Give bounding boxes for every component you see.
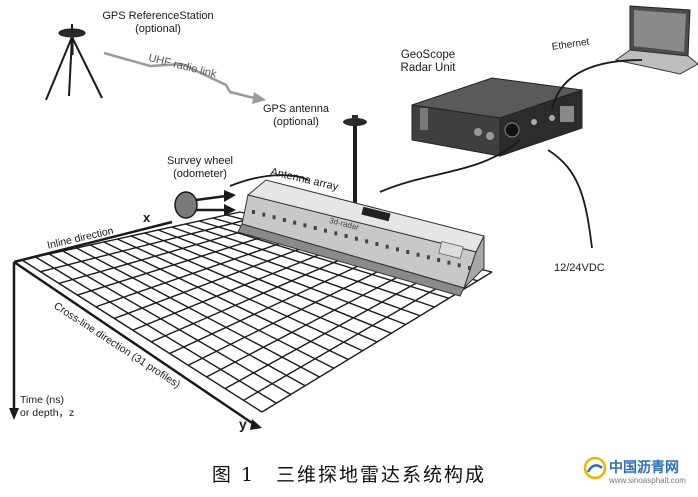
geoscope-title: GeoScope: [400, 49, 456, 61]
axis-z-arrowhead: [9, 408, 19, 420]
grid-line-inline: [198, 220, 450, 299]
geoscope-subtitle: Radar Unit: [400, 62, 456, 74]
antenna-element: [303, 223, 307, 228]
geoscope-label: GeoScope Radar Unit: [386, 49, 470, 75]
axis-x-label: x: [143, 210, 151, 225]
grid-line-inline: [48, 253, 292, 396]
power-label: 12/24VDC: [554, 262, 605, 274]
antenna-element: [447, 260, 451, 265]
grid-line-inline: [62, 250, 306, 387]
gps-antenna: [343, 115, 367, 212]
depth-label: or depth，z: [20, 407, 75, 419]
axis-y-label: y: [239, 416, 247, 432]
grid-line-inline: [130, 235, 378, 343]
grid-line-crossline: [243, 266, 473, 401]
antenna-element: [396, 247, 399, 252]
axis-y-arrowhead: [250, 419, 262, 430]
antenna-element: [252, 210, 255, 214]
antenna-element: [437, 258, 441, 262]
antenna-element: [344, 234, 348, 238]
grid-line-inline: [35, 256, 277, 404]
watermark-name: 中国沥青网: [609, 460, 679, 476]
antenna-element: [406, 250, 410, 254]
antenna-element: [457, 263, 461, 268]
antenna-element: [282, 218, 286, 222]
grid-line-inline: [171, 226, 421, 317]
gps-reference-tripod: [45, 24, 103, 101]
antenna-element: [354, 236, 358, 241]
grid-line-inline: [117, 238, 363, 352]
watermark: 中国沥青网 www.sinoasphalt.com: [583, 454, 695, 492]
grid-line-inline: [103, 241, 349, 361]
gps-antenna-title: GPS antenna: [262, 103, 330, 115]
gps-reference-station-label: GPS ReferenceStation (optional): [78, 10, 238, 36]
antenna-element: [416, 252, 420, 257]
time-depth-label: Time (ns) or depth，z: [20, 394, 74, 420]
antenna-array: [237, 179, 485, 297]
antenna-element: [293, 220, 297, 225]
figure-caption: 图 1 三维探地雷达系统构成: [211, 464, 487, 486]
time-label: Time (ns): [20, 394, 64, 406]
survey-wheel-subtitle: (odometer): [173, 168, 227, 180]
grid-line-crossline: [40, 215, 260, 273]
laptop-icon: [614, 5, 698, 75]
antenna-element: [375, 242, 379, 246]
survey-wheel-label: Survey wheel (odometer): [160, 155, 240, 181]
axes: [12, 220, 256, 427]
gps-antenna-optional: (optional): [273, 116, 319, 128]
survey-wheel-title: Survey wheel: [166, 155, 234, 167]
gps-reference-station-optional: (optional): [135, 23, 181, 35]
watermark-logo-icon: [583, 456, 607, 480]
geoscope-radar-unit: [411, 77, 583, 157]
antenna-element: [313, 226, 317, 230]
grid-line-crossline: [224, 262, 454, 390]
antenna-element: [324, 228, 327, 233]
survey-wheel: [174, 190, 236, 219]
antenna-element: [334, 231, 338, 236]
grid-line-inline: [185, 223, 435, 308]
grid-line-crossline: [261, 271, 493, 413]
antenna-element: [365, 239, 369, 244]
cables: [229, 59, 643, 249]
grid-line-inline: [144, 232, 392, 334]
grid-line-inline: [21, 259, 263, 413]
antenna-element: [262, 212, 266, 217]
gps-antenna-label: GPS antenna (optional): [256, 103, 336, 129]
watermark-url: www.sinoasphalt.com: [609, 476, 686, 485]
grid-line-inline: [89, 244, 335, 369]
uhf-radio-link-arrow: [103, 51, 266, 104]
antenna-element: [468, 266, 471, 270]
grid-line-inline: [158, 229, 406, 326]
antenna-array-elements: [252, 210, 471, 270]
antenna-element: [272, 215, 276, 220]
grid-line-inline: [76, 247, 320, 378]
gps-reference-station-title: GPS ReferenceStation: [102, 10, 214, 22]
antenna-element: [385, 244, 389, 249]
antenna-element: [426, 255, 430, 260]
